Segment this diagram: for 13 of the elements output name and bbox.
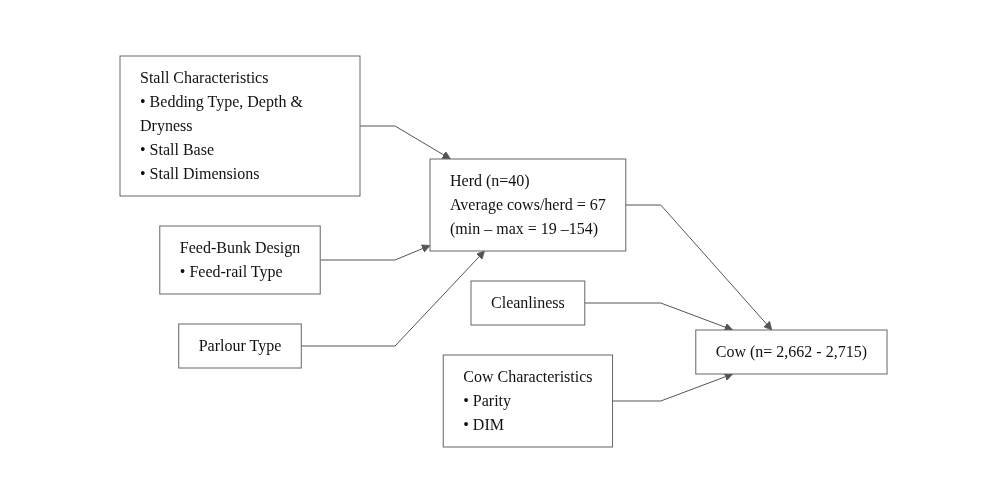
node-box: Cow Characteristics • Parity • DIM bbox=[443, 354, 614, 447]
node-box: Stall Characteristics • Bedding Type, Depth & Dryness • Stall Base • Stall Dimensions bbox=[120, 55, 361, 196]
node-box: Feed-Bunk Design • Feed-rail Type bbox=[159, 225, 322, 294]
node-box: Herd (n=40) Average cows/herd = 67 (min – max = 19 –154) bbox=[430, 158, 627, 251]
node-box: Parlour Type bbox=[178, 323, 303, 368]
node-box: Cow (n= 2,662 - 2,715) bbox=[695, 329, 888, 374]
arrow bbox=[625, 204, 773, 330]
arrow bbox=[612, 372, 734, 401]
arrow bbox=[360, 125, 452, 159]
arrow bbox=[584, 302, 734, 331]
arrow bbox=[320, 244, 431, 260]
node-box: Cleanliness bbox=[471, 280, 586, 325]
arrow bbox=[301, 250, 486, 346]
